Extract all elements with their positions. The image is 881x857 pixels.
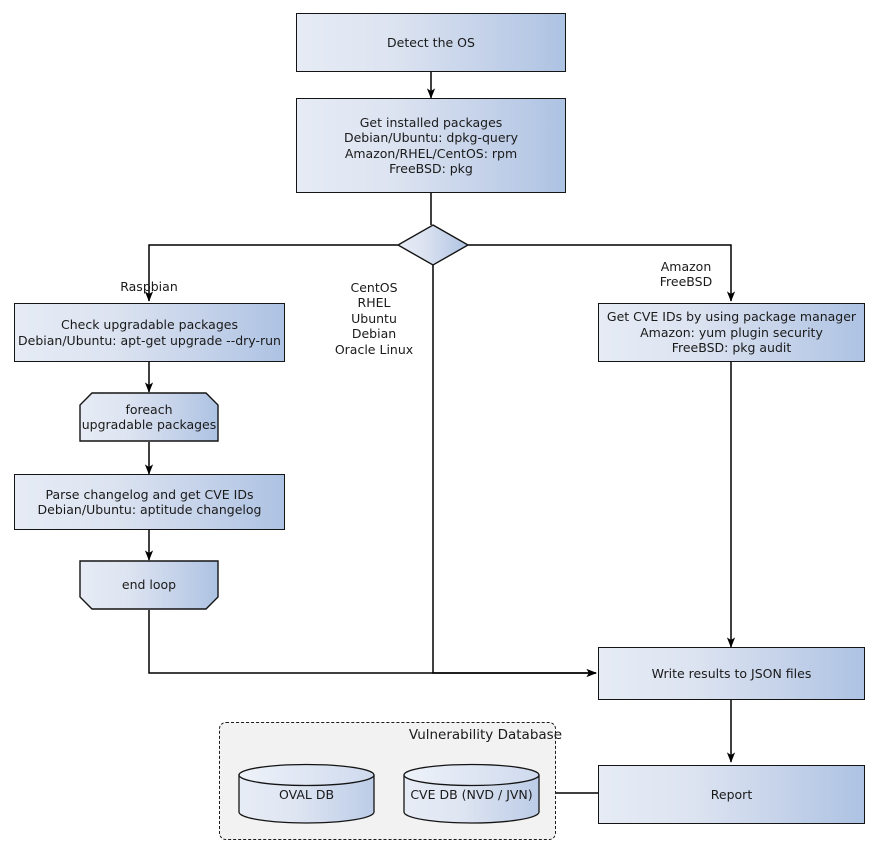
db-cylinder-oval[interactable]	[237, 763, 376, 824]
edge-label-raspbian-text: Raspbian	[120, 278, 178, 294]
node-foreach-loop-label: foreach upgradable packages	[81, 401, 217, 433]
db-cve-label-text: CVE DB (NVD / JVN)	[410, 787, 533, 802]
node-detect-os[interactable]: Detect the OS	[296, 13, 566, 72]
cylinder-shape	[238, 763, 375, 824]
db-cylinder-cve-label: CVE DB (NVD / JVN)	[402, 787, 541, 802]
db-oval-label-text: OVAL DB	[278, 787, 335, 802]
edge-label-amazon-freebsd: Amazon FreeBSD	[626, 243, 746, 290]
group-vulnerability-database-title: Vulnerability Database	[296, 727, 562, 743]
node-write-results-label: Write results to JSON files	[651, 665, 812, 681]
loop-end-shape	[79, 560, 219, 610]
node-foreach-loop[interactable]: foreach upgradable packages	[79, 392, 219, 442]
edge-label-center-os-list: CentOS RHEL Ubuntu Debian Oracle Linux	[314, 264, 434, 357]
edge-label-amazon-freebsd-text: Amazon FreeBSD	[659, 258, 713, 290]
edge-endloop-to-write	[148, 610, 597, 678]
node-detect-os-label: Detect the OS	[387, 34, 475, 50]
node-report-label: Report	[710, 786, 753, 802]
node-report[interactable]: Report	[598, 765, 865, 824]
node-get-installed-packages[interactable]: Get installed packages Debian/Ubuntu: dp…	[296, 98, 566, 193]
cylinder-shape	[403, 763, 540, 824]
edge-label-raspbian: Raspbian	[69, 263, 229, 294]
decision-diamond-shape	[396, 224, 470, 266]
node-get-cve-ids[interactable]: Get CVE IDs by using package manager Ama…	[598, 303, 865, 362]
node-get-installed-packages-label: Get installed packages Debian/Ubuntu: dp…	[343, 114, 519, 177]
node-check-upgradable-packages[interactable]: Check upgradable packages Debian/Ubuntu:…	[14, 303, 285, 362]
node-end-loop-label: end loop	[121, 577, 177, 593]
edge-decision-center	[432, 265, 597, 678]
node-write-results[interactable]: Write results to JSON files	[598, 647, 865, 700]
db-cylinder-cve[interactable]	[402, 763, 541, 824]
node-get-cve-ids-label: Get CVE IDs by using package manager Ama…	[606, 309, 857, 356]
node-check-upgradable-packages-label: Check upgradable packages Debian/Ubuntu:…	[18, 317, 281, 348]
node-decision-os-type[interactable]	[396, 223, 470, 267]
db-cylinder-oval-label: OVAL DB	[237, 787, 376, 802]
node-parse-changelog-label: Parse changelog and get CVE IDs Debian/U…	[37, 486, 262, 518]
group-title-text: Vulnerability Database	[408, 727, 562, 743]
node-parse-changelog[interactable]: Parse changelog and get CVE IDs Debian/U…	[14, 474, 285, 530]
loop-start-shape	[79, 392, 219, 442]
node-end-loop[interactable]: end loop	[79, 560, 219, 610]
edge-label-center-os-list-text: CentOS RHEL Ubuntu Debian Oracle Linux	[334, 279, 414, 357]
